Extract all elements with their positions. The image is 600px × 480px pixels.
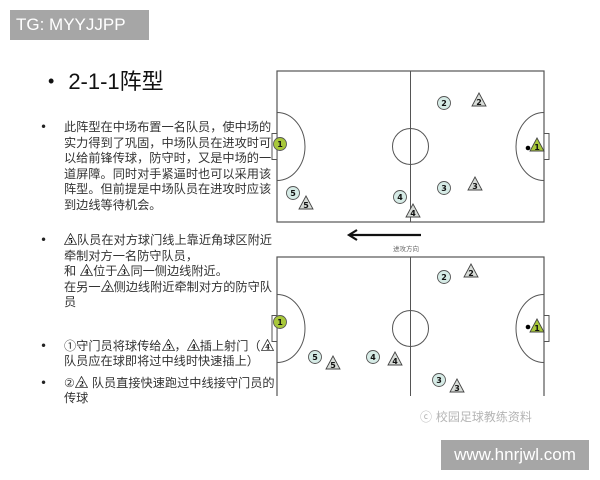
pitch-diagram-bottom: 1 2 3 4 5 1 2 3 4 5	[271, 256, 550, 396]
triangle-player-icon: 5	[64, 233, 77, 245]
defender-circle-icon: 2	[437, 270, 451, 284]
bullet-1: • 此阵型在中场布置一名队员，使中场的实力得到了巩固，中场队员在进攻时可以给前锋…	[40, 120, 280, 213]
svg-text:4: 4	[392, 357, 398, 366]
triangle-player-icon: 2	[74, 375, 88, 388]
triangle-player-icon: 3	[117, 264, 131, 277]
pitch-diagram-top: 1 2 3 4 5 1 2 3 4 5	[271, 70, 550, 223]
bullet-text: ②	[64, 375, 75, 390]
bullet-text: 在另一	[64, 279, 101, 294]
bullet-text: 位于	[93, 264, 118, 278]
bullet-text: 此阵型在中场布置一名队员，使中场的实力得到了巩固，中场队员在进攻时可以给前锋传球…	[64, 120, 272, 212]
wechat-source: ⓒ 校园足球教练资料	[420, 408, 532, 425]
svg-text:5: 5	[68, 237, 73, 246]
attacker-triangle-icon: 3	[449, 378, 465, 393]
defender-circle-icon: 3	[437, 181, 451, 195]
slide-title: • 2-1-1阵型	[48, 64, 164, 96]
defender-circle-icon: 4	[366, 350, 380, 364]
svg-text:1: 1	[277, 140, 283, 149]
svg-text:2: 2	[468, 269, 474, 278]
svg-text:3: 3	[122, 268, 127, 277]
defender-circle-icon: 1	[273, 137, 287, 151]
svg-text:4: 4	[397, 193, 403, 202]
triangle-player-icon: 2	[100, 279, 114, 292]
bullet-text: 插上射门（	[199, 338, 261, 353]
bullet-text: ①守门员将球传给	[64, 338, 162, 353]
svg-text:2: 2	[476, 98, 482, 107]
attacker-triangle-icon: 4	[387, 351, 403, 366]
attacker-triangle-icon: 1	[529, 318, 545, 333]
attacker-triangle-icon: 1	[529, 137, 545, 152]
ball-icon	[525, 324, 531, 330]
svg-text:2: 2	[79, 379, 84, 388]
attack-direction-label: 进攻方向	[393, 245, 419, 253]
ball-icon	[525, 145, 531, 151]
svg-text:3: 3	[441, 184, 447, 193]
watermark-bottom: www.hnrjwl.com	[441, 440, 589, 470]
svg-text:5: 5	[330, 361, 336, 370]
attacker-triangle-icon: 2	[471, 92, 487, 107]
bullet-dot: •	[40, 375, 48, 390]
wechat-icon: ⓒ	[420, 410, 433, 424]
svg-text:2: 2	[441, 99, 447, 108]
svg-text:5: 5	[312, 353, 318, 362]
bullet-dot: •	[40, 338, 48, 353]
svg-text:2: 2	[105, 283, 110, 292]
triangle-player-icon: 5	[161, 338, 175, 351]
attacker-triangle-icon: 2	[463, 263, 479, 278]
bullet-text: ，	[174, 338, 187, 353]
svg-text:3: 3	[454, 384, 460, 393]
bullet-text: 队员直接快速跑过中线接守门员的传球	[64, 375, 275, 406]
attacker-triangle-icon: 5	[325, 355, 341, 370]
bullet-text: 和	[64, 264, 77, 278]
triangle-player-icon: 4	[260, 338, 274, 351]
svg-text:3: 3	[472, 182, 478, 191]
defender-circle-icon: 3	[432, 373, 446, 387]
bullet-dot: •	[40, 233, 48, 247]
triangle-player-icon: 4	[80, 264, 94, 277]
attacker-triangle-icon: 3	[467, 176, 483, 191]
bullet-dot: •	[48, 71, 55, 91]
svg-text:5: 5	[303, 201, 309, 210]
bullet-text: 同一侧边线附近。	[130, 264, 228, 278]
svg-text:4: 4	[410, 209, 416, 218]
attack-direction-arrow-icon	[346, 229, 421, 241]
svg-text:2: 2	[441, 273, 447, 282]
svg-text:4: 4	[265, 342, 270, 351]
svg-text:3: 3	[436, 376, 442, 385]
defender-circle-icon: 1	[273, 315, 287, 329]
svg-text:4: 4	[84, 268, 89, 277]
attacker-triangle-icon: 4	[405, 203, 421, 218]
svg-text:1: 1	[534, 324, 540, 333]
defender-circle-icon: 5	[286, 186, 300, 200]
bullet-dot: •	[40, 120, 48, 134]
defender-circle-icon: 2	[437, 96, 451, 110]
bullet-text: 侧边线附近牵制对方的防守队员	[64, 279, 272, 310]
svg-text:1: 1	[534, 143, 540, 152]
svg-text:1: 1	[277, 318, 283, 327]
svg-text:4: 4	[191, 342, 196, 351]
svg-text:5: 5	[166, 342, 171, 351]
watermark-top: TG: MYYJJPP	[10, 10, 149, 40]
bullet-list: • 此阵型在中场布置一名队员，使中场的实力得到了巩固，中场队员在进攻时可以给前锋…	[40, 120, 280, 427]
title-text: 2-1-1阵型	[68, 69, 164, 94]
defender-circle-icon: 4	[393, 190, 407, 204]
triangle-player-icon: 4	[186, 338, 200, 351]
svg-text:4: 4	[370, 353, 376, 362]
attacker-triangle-icon: 5	[298, 195, 314, 210]
svg-text:5: 5	[290, 189, 296, 198]
bullet-text: 队员应在球即将过中线时快速插上）	[64, 354, 259, 368]
bullet-text: 队员在对方球门线上靠近角球区附近牵制对方一名防守队员，	[64, 233, 272, 263]
defender-circle-icon: 5	[308, 350, 322, 364]
wechat-source-text: 校园足球教练资料	[435, 410, 532, 424]
